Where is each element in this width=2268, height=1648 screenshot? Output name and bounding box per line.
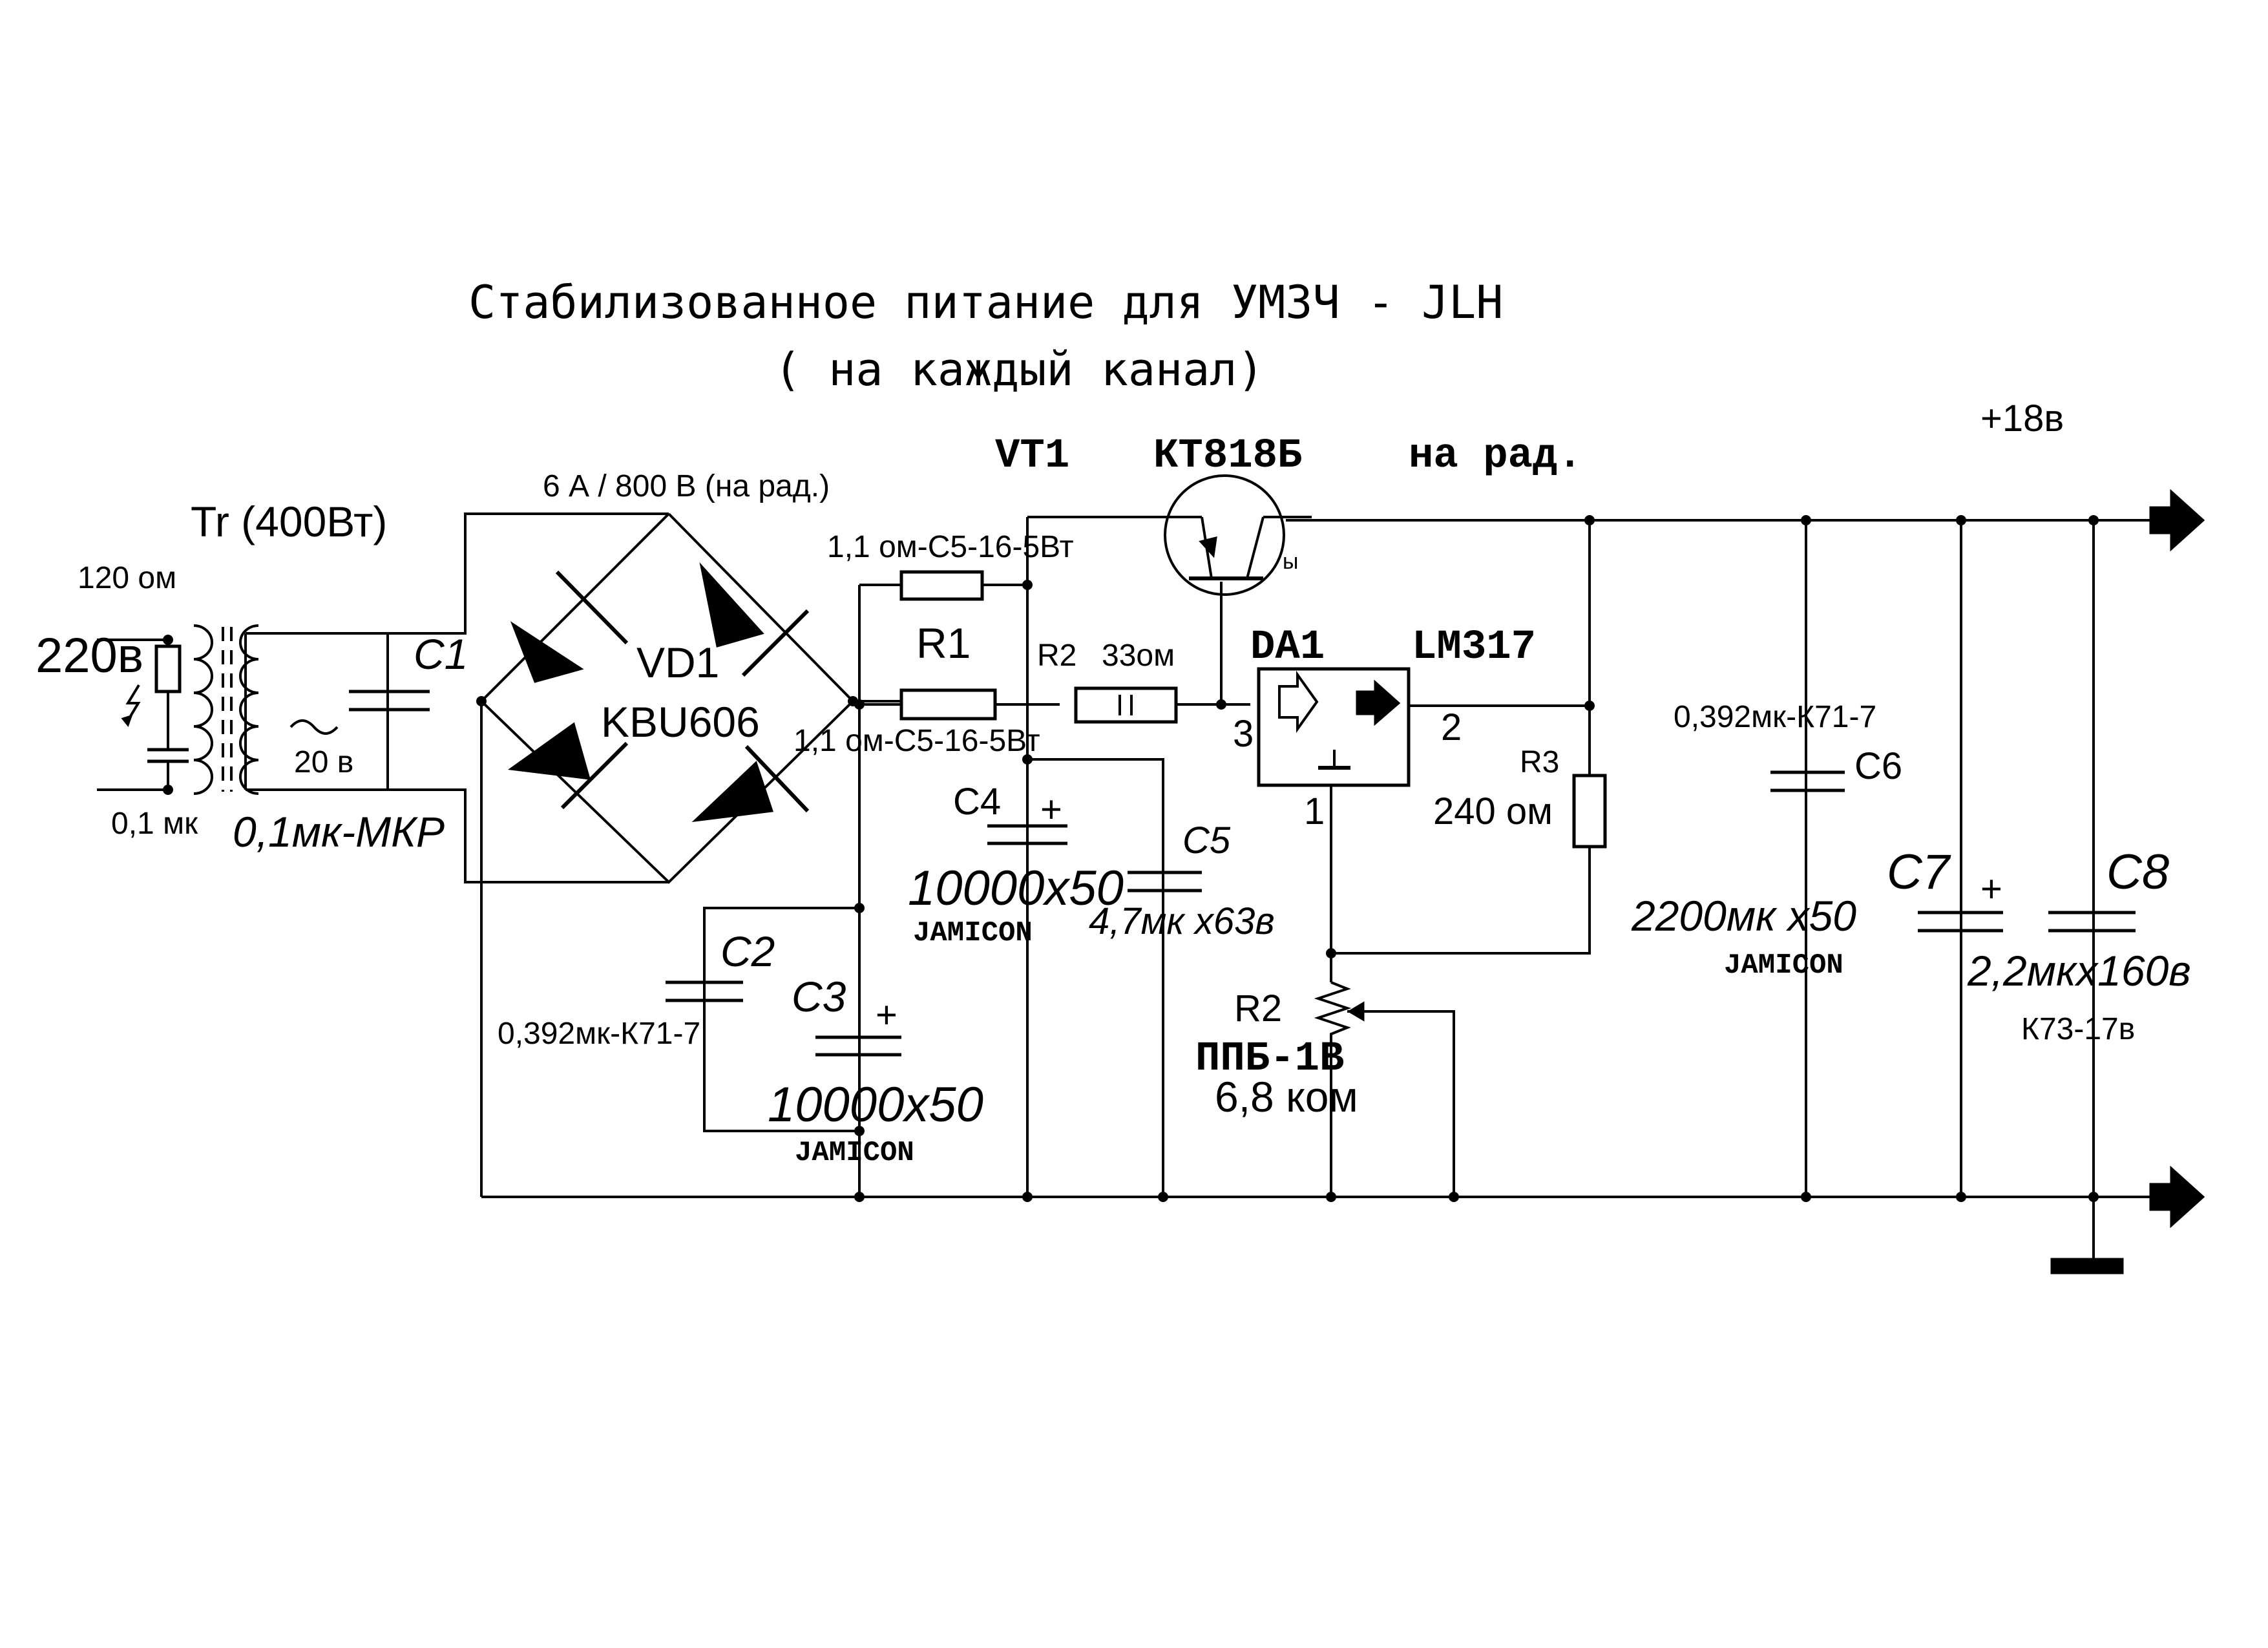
r1-top-right-wire: [982, 584, 1029, 701]
r3-resistor: [1572, 774, 1607, 849]
regulator-pin-adj: 1: [1304, 790, 1325, 832]
c4-polarity: +: [1040, 788, 1062, 830]
transformer-primary-coil: [193, 624, 213, 795]
c6-value: 0,392мк-К71-7: [1674, 700, 1876, 734]
c5-name: C5: [1182, 819, 1231, 861]
c5-rail-wire: [1027, 758, 1164, 1197]
regulator-part: LM317: [1412, 624, 1536, 671]
c7-value: 2200мк х50: [1631, 892, 1856, 940]
lightning-icon: [125, 684, 141, 724]
c5-value: 4,7мк х63в: [1089, 900, 1275, 942]
regulator-pin-out: 2: [1441, 706, 1462, 748]
bridge-part: KBU606: [601, 698, 760, 746]
regulator-name: DA1: [1250, 624, 1325, 671]
bridge-ac-top-wire: [246, 512, 669, 635]
ground-output-arrow-icon: [2149, 1165, 2205, 1229]
transistor-pin-mark: ы: [1283, 549, 1298, 574]
r2-series-value: 33ом: [1102, 639, 1175, 673]
transistor-note: на рад.: [1409, 433, 1582, 480]
secondary-voltage: 20 в: [294, 745, 353, 779]
c1-name: C1: [414, 630, 468, 678]
r1-name: R1: [916, 619, 971, 667]
r3-name: R3: [1520, 745, 1559, 779]
bridge-diode-bottom-right: [691, 745, 810, 823]
regulator-pin-in: 3: [1233, 713, 1254, 755]
mains-resistor-value: 120 ом: [78, 561, 176, 595]
r3-bottom-wire: [1331, 847, 1591, 955]
positive-output-arrow-icon: [2149, 489, 2205, 552]
bridge-rating: 6 А / 800 В (на рад.): [543, 469, 830, 503]
r3-value: 240 ом: [1433, 790, 1553, 832]
ground-icon: [2050, 1258, 2124, 1274]
trim-wiper-wire: [1347, 1010, 1455, 1197]
bridge-ac-bottom-wire: [246, 788, 669, 883]
trimmer-name: R2: [1234, 988, 1282, 1030]
transistor-part: КТ818Б: [1153, 433, 1302, 480]
c7-name: C7: [1887, 845, 1951, 900]
trimmer-type: ППБ-1В: [1195, 1036, 1344, 1083]
r1-bottom-resistor: [899, 688, 997, 721]
c3-value: 10000х50: [768, 1077, 983, 1132]
r2-trimmer-resistor: [1314, 981, 1352, 1041]
primary-voltage: 220в: [36, 628, 143, 683]
r1-bottom-value: 1,1 ом-С5-16-5Вт: [793, 724, 1040, 758]
c4-name: C4: [953, 781, 1001, 823]
transistor-vt1: [1164, 474, 1312, 596]
c3-polarity: +: [876, 994, 898, 1036]
c8-type: К73-17в: [2021, 1012, 2135, 1046]
bridge-diamond-wire: [479, 512, 855, 884]
c8-value: 2,2мкх160в: [1967, 947, 2191, 995]
c2-name: C2: [720, 927, 775, 975]
c2-branch-wire: [703, 907, 859, 1132]
transformer-name: Tr (400Вт): [191, 498, 387, 545]
transformer-secondary-coil: [239, 624, 259, 795]
c7-brand: JAMICON: [1724, 949, 1843, 982]
c7-polarity: +: [1980, 868, 2002, 910]
bridge-diode-top-right: [699, 562, 810, 677]
trimmer-wiper-arrow-icon: [1347, 1001, 1365, 1022]
r1-top-resistor: [899, 570, 984, 601]
regulator-output-arrow-icon: [1356, 679, 1401, 726]
junction-dots: [163, 515, 2099, 1202]
r2-series-resistor: [1074, 686, 1178, 724]
schematic-subtitle: ( на каждый канал): [774, 343, 1265, 396]
bridge-diode-bottom-left: [507, 722, 629, 810]
bridge-name: VD1: [636, 639, 719, 686]
c3-name: C3: [792, 973, 846, 1020]
output-voltage-label: +18в: [1980, 397, 2064, 439]
regulator-input-arrow-icon: [1278, 670, 1319, 734]
r1-top-value: 1,1 ом-С5-16-5Вт: [827, 530, 1074, 564]
c1-value: 0,1мк-МКР: [233, 808, 445, 856]
mains-capacitor-value: 0,1 мк: [111, 807, 198, 841]
c4-brand: JAMICON: [913, 917, 1033, 949]
mains-resistor: [154, 644, 182, 693]
c2-value: 0,392мк-К71-7: [498, 1017, 700, 1051]
r2-series-name: R2: [1037, 639, 1076, 673]
c4-value: 10000х50: [908, 861, 1124, 916]
transistor-name: VT1: [995, 433, 1069, 480]
c8-name: C8: [2106, 845, 2169, 900]
schematic-title: Стабилизованное питание для УМЗЧ - JLH: [468, 276, 1503, 329]
ac-symbol-icon: [289, 719, 339, 735]
c6-name: C6: [1854, 745, 1902, 787]
trimmer-value: 6,8 ком: [1215, 1073, 1358, 1121]
c3-brand: JAMICON: [795, 1137, 914, 1169]
bridge-diode-top-left: [510, 570, 629, 683]
